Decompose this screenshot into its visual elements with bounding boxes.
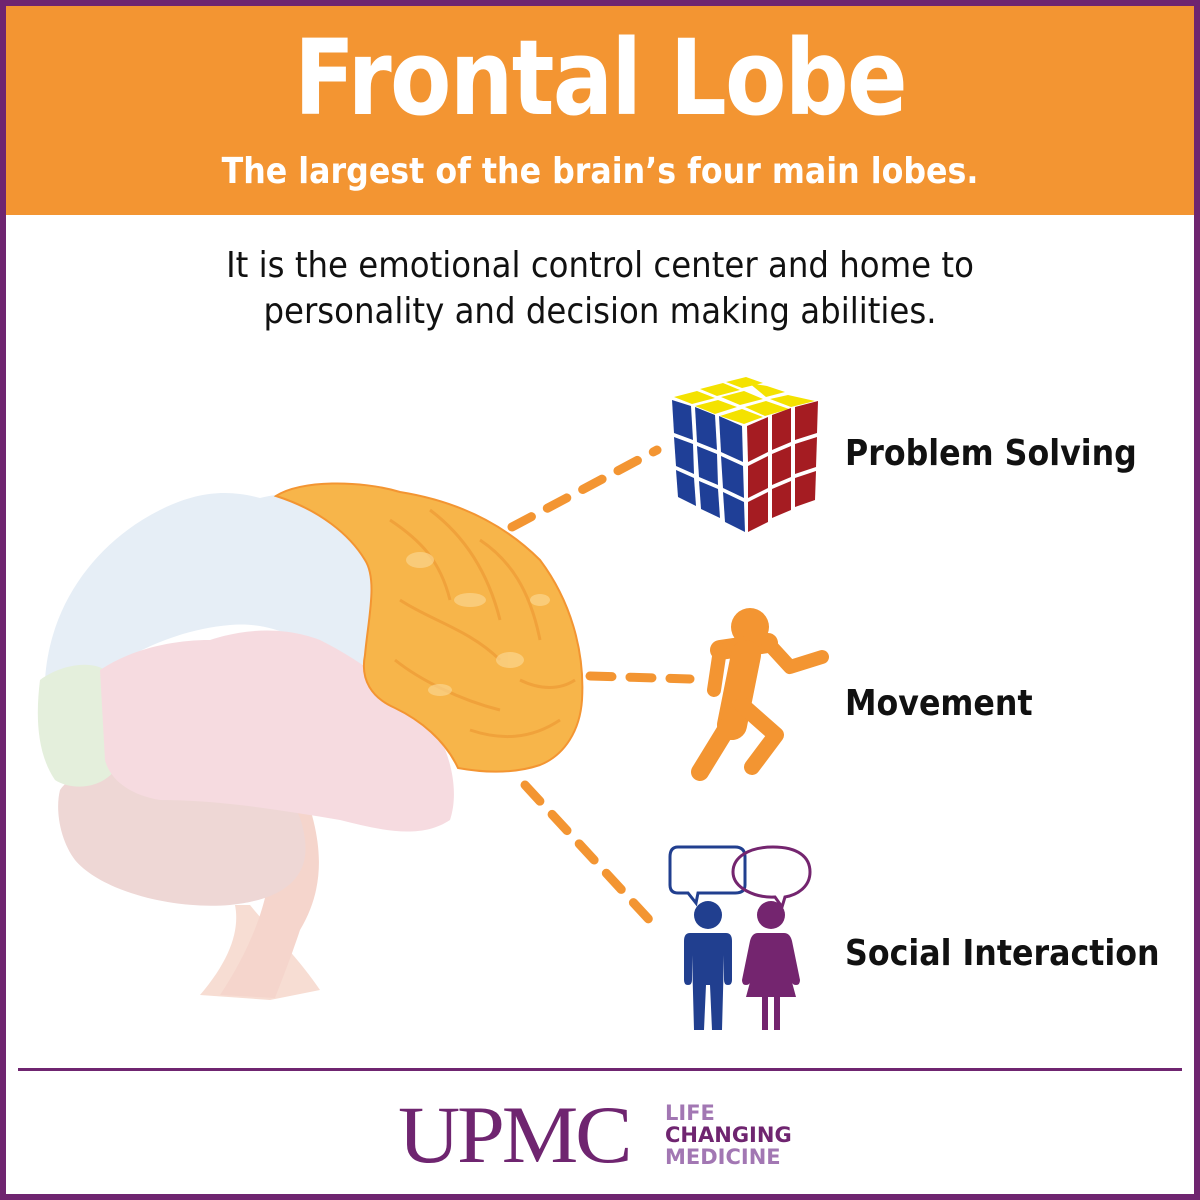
page-title: Frontal Lobe — [294, 17, 908, 139]
brand-wordmark: UPMC — [398, 1089, 633, 1180]
connector-movement — [585, 671, 695, 684]
two-people-talking-icon — [668, 845, 812, 1030]
intro-line-1: It is the emotional control center and h… — [226, 245, 974, 286]
label-social-interaction: Social Interaction — [845, 933, 1160, 974]
header-banner: Frontal Lobe The largest of the brain’s … — [0, 0, 1200, 215]
connector-problem-solving — [507, 445, 662, 532]
intro-line-2: personality and decision making abilitie… — [263, 291, 937, 332]
rubiks-cube-icon — [672, 377, 818, 532]
page-subtitle: The largest of the brain’s four main lob… — [221, 151, 979, 192]
running-person-icon — [691, 608, 829, 781]
label-problem-solving: Problem Solving — [845, 433, 1137, 474]
intro-text: It is the emotional control center and h… — [60, 243, 1140, 335]
connector-social — [520, 780, 659, 930]
tagline-line-1: LIFE — [665, 1101, 715, 1125]
frontal-lobe — [273, 482, 584, 773]
occipital-lobe — [37, 664, 115, 787]
parietal-lobe — [45, 493, 379, 690]
tagline-line-2: CHANGING — [665, 1123, 792, 1147]
tagline-line-3: MEDICINE — [665, 1145, 781, 1169]
footer-divider — [18, 1068, 1182, 1071]
label-movement: Movement — [845, 683, 1033, 724]
